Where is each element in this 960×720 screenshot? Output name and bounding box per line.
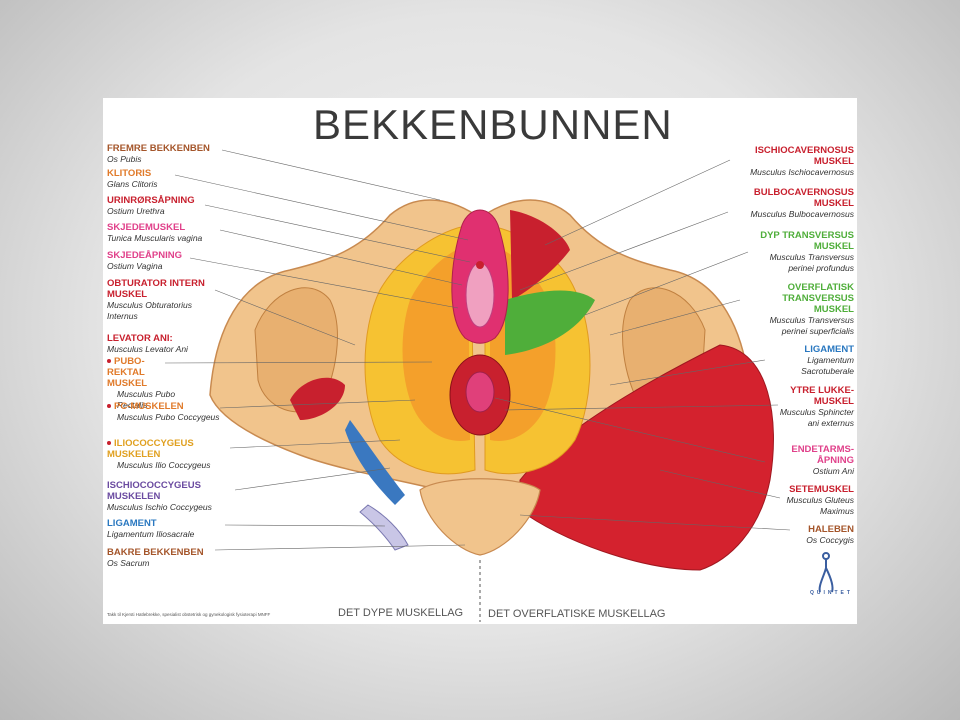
coccyx-bone	[419, 478, 541, 556]
label-levator-ani: LEVATOR ANI:Musculus Levator Ani	[107, 333, 188, 354]
ligament-iliosacrale	[359, 504, 409, 551]
vaginal-opening	[465, 262, 495, 328]
quintet-figure-icon	[818, 552, 834, 593]
leader-lines-right	[494, 159, 791, 531]
superficial-layer-caption: DET OVERFLATISKE MUSKELLAG	[488, 608, 666, 620]
gluteus-maximus	[519, 344, 774, 571]
deep-layer-caption: DET DYPE MUSKELLAG	[338, 607, 464, 619]
credit-text: Takk til Kjersti Hatlebrekke, spesialist…	[107, 612, 271, 617]
bullet-icon	[107, 404, 111, 409]
logo-text: QUINTET	[810, 590, 853, 596]
deep-transversus	[505, 290, 595, 355]
ischiocavernosus-right	[510, 210, 570, 300]
anal-opening	[465, 371, 495, 413]
bullet-icon	[107, 359, 111, 364]
obturator-left	[290, 377, 345, 420]
bullet-icon	[107, 441, 111, 446]
ischiococcygeus	[345, 420, 405, 505]
page-title: BEKKENBUNNEN	[313, 101, 673, 148]
leader-lines-left	[164, 149, 471, 551]
urethra-opening	[476, 261, 484, 269]
